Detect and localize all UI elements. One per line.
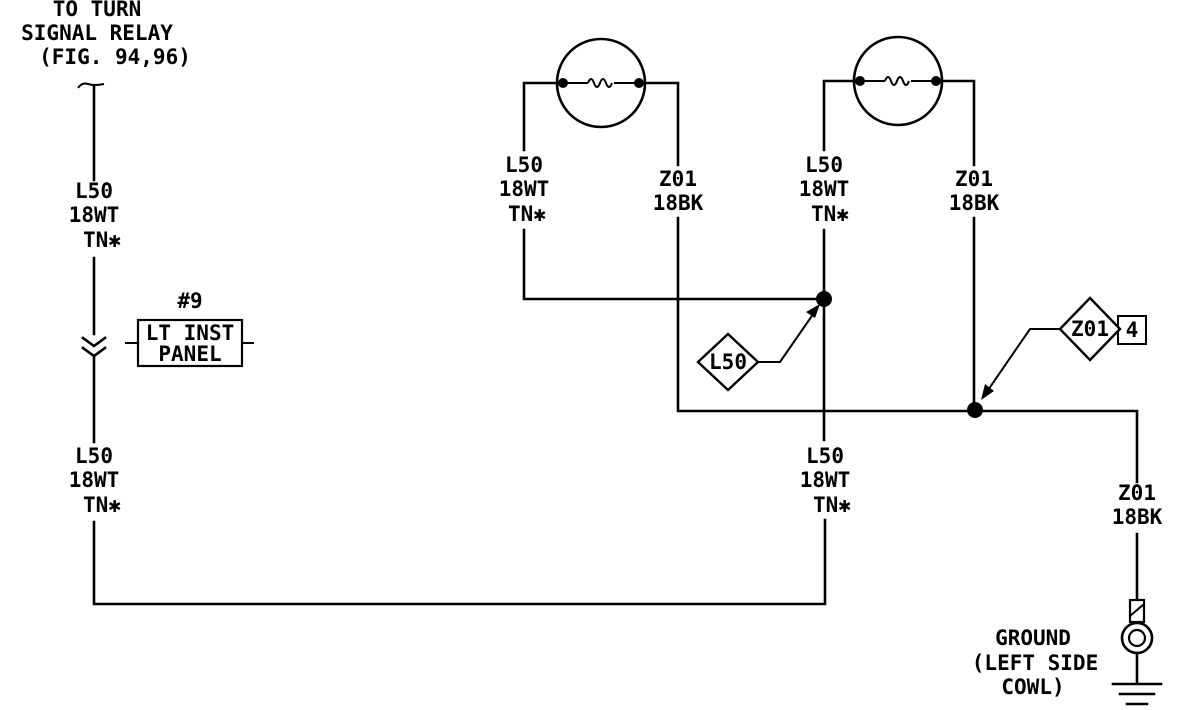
- splice-l50-diamond: [696, 332, 760, 392]
- wire-ground-bus: [676, 216, 1139, 484]
- lamp-2-filament: [884, 76, 910, 86]
- relay-note-line3: (FIG. 94,96): [39, 45, 191, 69]
- splice-z01-dot: [967, 402, 983, 418]
- splice-z01-ref-box: [1117, 315, 1147, 345]
- wire-label-left-top-tracer: TN✱: [83, 228, 121, 252]
- wire-label-ground-gauge: 18BK: [1112, 505, 1163, 529]
- wire-label-left-top-circuit: L50: [75, 179, 113, 203]
- wire-lamp1-right-top: [641, 81, 680, 167]
- wire-label-lamp2-right-circuit: Z01: [955, 167, 993, 191]
- wire-lamp1-left-to-splice: [522, 228, 827, 301]
- ground-eyelet-slash: [1129, 603, 1145, 617]
- splice-z01-diamond: [1058, 296, 1122, 362]
- wire-label-lamp1-left-circuit: L50: [505, 153, 543, 177]
- connector-line2: PANEL: [158, 342, 221, 366]
- ground-label-line3: COWL): [1001, 675, 1064, 699]
- wire-label-lamp2-left-gauge: 18WT: [799, 177, 850, 201]
- splice-l50-dot: [816, 291, 832, 307]
- splice-l50-arrowhead: [806, 304, 820, 318]
- wire-label-center-bottom-gauge: 18WT: [800, 468, 851, 492]
- ground-label-line2: (LEFT SIDE: [972, 651, 1098, 675]
- wire-lamp2-right-top: [938, 79, 976, 167]
- splice-z01-label: Z01: [1071, 317, 1109, 341]
- lamp-1: [555, 37, 647, 129]
- wire-label-left-top: L50 18WT TN✱: [69, 179, 122, 252]
- ground-label: GROUND (LEFT SIDE COWL): [972, 626, 1098, 699]
- splice-z01-arrowhead: [981, 384, 994, 400]
- wire-break-symbol: [77, 82, 105, 89]
- connector-number: #9: [177, 289, 202, 313]
- relay-note-line1: TO TURN: [53, 0, 142, 21]
- wire-label-lamp1-left: L50 18WT TN✱: [499, 153, 550, 226]
- splice-l50-label: L50: [709, 350, 747, 374]
- lamp-2: [852, 35, 944, 127]
- wire-label-lamp2-right-gauge: 18BK: [949, 191, 1000, 215]
- lamp-1-filament: [587, 78, 613, 88]
- wire-label-left-bottom-tracer: TN✱: [83, 493, 121, 517]
- wire-label-ground-circuit: Z01: [1118, 481, 1156, 505]
- wire-bottom-loop: [92, 518, 827, 606]
- wire-label-center-bottom-tracer: TN✱: [813, 493, 851, 517]
- wire-label-lamp2-left-circuit: L50: [805, 153, 843, 177]
- wire-label-lamp1-right: Z01 18BK: [653, 167, 704, 215]
- ground-label-line1: GROUND: [995, 626, 1071, 650]
- wire-label-left-bottom-gauge: 18WT: [69, 468, 120, 492]
- wire-label-left-bottom: L50 18WT TN✱: [69, 444, 122, 517]
- ground-eyelet-inner: [1127, 628, 1147, 648]
- wire-label-lamp2-right: Z01 18BK: [949, 167, 1000, 215]
- wire-label-center-bottom-circuit: L50: [806, 444, 844, 468]
- wire-label-lamp1-right-gauge: 18BK: [653, 191, 704, 215]
- ground-symbol: [1111, 598, 1163, 706]
- wire-lamp1-left-top: [522, 81, 561, 152]
- connector-c9: #9 LT INST PANEL: [125, 289, 254, 368]
- splice-l50-marker: L50: [696, 332, 760, 392]
- wire-label-lamp1-left-tracer: TN✱: [508, 202, 546, 226]
- wire-label-left-top-gauge: 18WT: [69, 203, 120, 227]
- splice-z01-ref: 4: [1126, 318, 1139, 342]
- wire-label-left-bottom-circuit: L50: [75, 444, 113, 468]
- connector-line1: LT INST: [146, 321, 235, 345]
- wire-label-ground: Z01 18BK: [1112, 481, 1163, 529]
- splice-z01-marker: Z01 4: [1058, 296, 1147, 362]
- relay-note: TO TURN SIGNAL RELAY (FIG. 94,96): [21, 0, 191, 69]
- wire-label-center-bottom: L50 18WT TN✱: [800, 444, 852, 517]
- connector-box: [136, 318, 244, 368]
- wire-lamp2-left-top: [822, 79, 858, 152]
- wire-label-lamp1-left-gauge: 18WT: [499, 177, 550, 201]
- wire-label-lamp1-right-circuit: Z01: [659, 167, 697, 191]
- relay-note-line2: SIGNAL RELAY: [21, 21, 173, 45]
- wire-label-lamp2-left-tracer: TN✱: [811, 202, 849, 226]
- wire-label-lamp2-left: L50 18WT TN✱: [799, 153, 850, 226]
- splice-l50-leader: [758, 309, 817, 363]
- connector-chevron-lower: [81, 346, 107, 358]
- connector-chevron-upper: [81, 336, 107, 348]
- splice-z01-leader: [985, 328, 1060, 394]
